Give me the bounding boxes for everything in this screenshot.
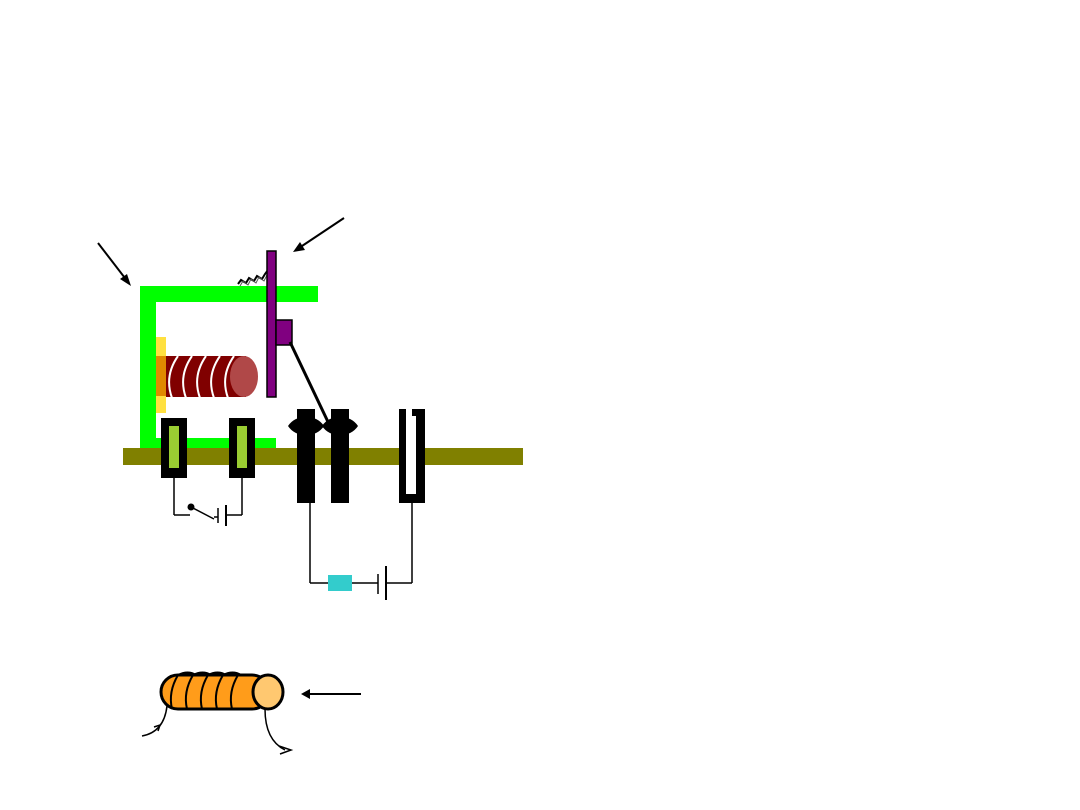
yoke-pointer-arrow-icon xyxy=(97,242,131,286)
contact-post-2 xyxy=(322,409,358,503)
iron-core xyxy=(156,337,166,413)
armature-pointer-arrow-icon xyxy=(293,217,345,252)
contact-post-3 xyxy=(399,409,425,503)
switch-icon xyxy=(187,503,215,520)
coil-terminal-right xyxy=(229,418,255,478)
relay-coil xyxy=(166,355,258,399)
spring-icon xyxy=(237,269,269,287)
load-resistor-icon xyxy=(328,575,352,591)
load-battery-icon xyxy=(377,566,387,600)
control-circuit xyxy=(173,478,243,516)
coil-terminal-left xyxy=(161,418,187,478)
control-battery-icon xyxy=(214,505,228,526)
solenoid-lead-right xyxy=(264,708,294,755)
armature xyxy=(266,250,293,398)
push-rod xyxy=(288,341,331,425)
solenoid-pointer-arrow-icon xyxy=(301,689,361,699)
contact-post-1 xyxy=(288,409,324,503)
load-circuit xyxy=(309,503,413,584)
solenoid xyxy=(159,671,285,711)
solenoid-lead-left xyxy=(141,705,168,737)
